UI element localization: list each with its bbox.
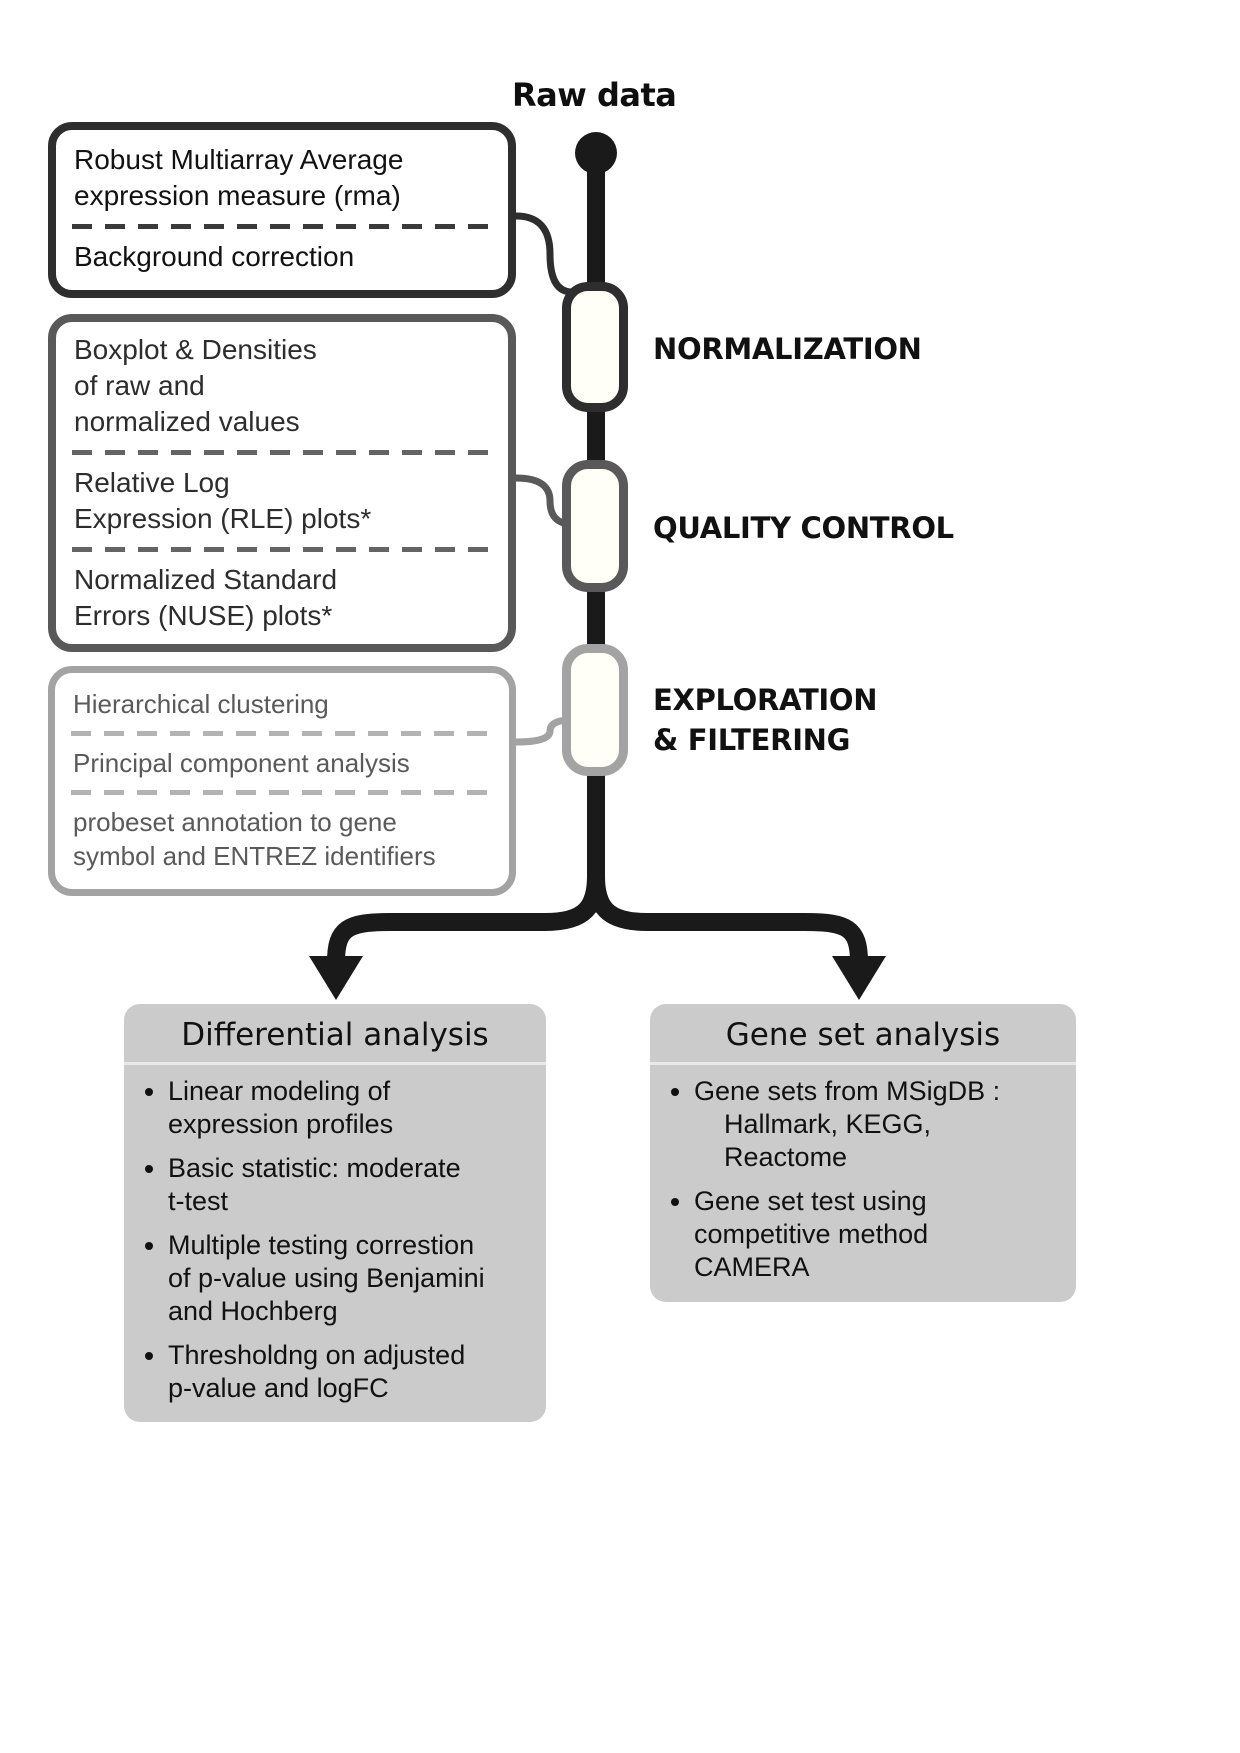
stage-box-exploration-filtering: Hierarchical clustering Principal compon…: [48, 666, 516, 896]
bullet-list: Gene sets from MSigDB : Hallmark, KEGG, …: [650, 1075, 1076, 1284]
stage-node-normalization: [562, 282, 628, 412]
bullet-item: Multiple testing correstion of p-value u…: [168, 1229, 534, 1328]
stage-node-exploration-filtering: [562, 644, 628, 776]
branch-box-gene-set-analysis: Gene set analysis Gene sets from MSigDB …: [650, 1004, 1076, 1302]
stage-box-item: Normalized Standard Errors (NUSE) plots*: [74, 564, 338, 631]
stage-label-exploration-filtering: EXPLORATION & FILTERING: [653, 683, 878, 757]
stage-box-item: Relative Log Expression (RLE) plots*: [74, 467, 372, 534]
bullet-item: Gene set test using competitive method C…: [694, 1185, 1064, 1284]
stage-box-item: Principal component analysis: [73, 748, 410, 778]
branch-title: Gene set analysis: [650, 1004, 1076, 1065]
bullet-item: Thresholdng on adjusted p-value and logF…: [168, 1339, 534, 1405]
stage-box-quality-control: Boxplot & Densities of raw and normalize…: [48, 314, 516, 652]
stage-box-item: Hierarchical clustering: [73, 689, 329, 719]
stage-box-item: probeset annotation to gene symbol and E…: [73, 807, 436, 871]
connector-quality-control: [515, 474, 573, 528]
dashed-divider: [72, 547, 492, 552]
connector-normalization: [515, 212, 573, 296]
stage-box-normalization: Robust Multiarray Average expression mea…: [48, 122, 516, 298]
dashed-divider: [71, 731, 493, 736]
dashed-divider: [71, 790, 493, 795]
stage-label-normalization: NORMALIZATION: [653, 332, 922, 366]
branch-left-arrowhead: [309, 956, 363, 1000]
bullet-item: Basic statistic: moderate t-test: [168, 1152, 534, 1218]
connector-exploration-filtering: [515, 716, 573, 746]
branch-right-arrowhead: [832, 956, 886, 1000]
raw-data-label: Raw data: [512, 76, 677, 114]
stage-node-quality-control: [562, 460, 628, 592]
dashed-divider: [72, 450, 492, 455]
stage-label-quality-control: QUALITY CONTROL: [653, 511, 954, 545]
stage-box-item: Boxplot & Densities of raw and normalize…: [74, 334, 317, 437]
branch-right-arm: [587, 875, 868, 963]
bullet-item: Gene sets from MSigDB : Hallmark, KEGG, …: [694, 1075, 1064, 1174]
stage-box-item: Background correction: [74, 241, 355, 272]
bullet-item: Linear modeling of expression profiles: [168, 1075, 534, 1141]
branch-title: Differential analysis: [124, 1004, 546, 1065]
bullet-list: Linear modeling of expression profiles B…: [124, 1075, 546, 1405]
branch-box-differential-analysis: Differential analysis Linear modeling of…: [124, 1004, 546, 1422]
raw-data-node-dot: [575, 132, 617, 174]
stage-box-item: Robust Multiarray Average expression mea…: [74, 144, 404, 211]
dashed-divider: [72, 224, 492, 229]
